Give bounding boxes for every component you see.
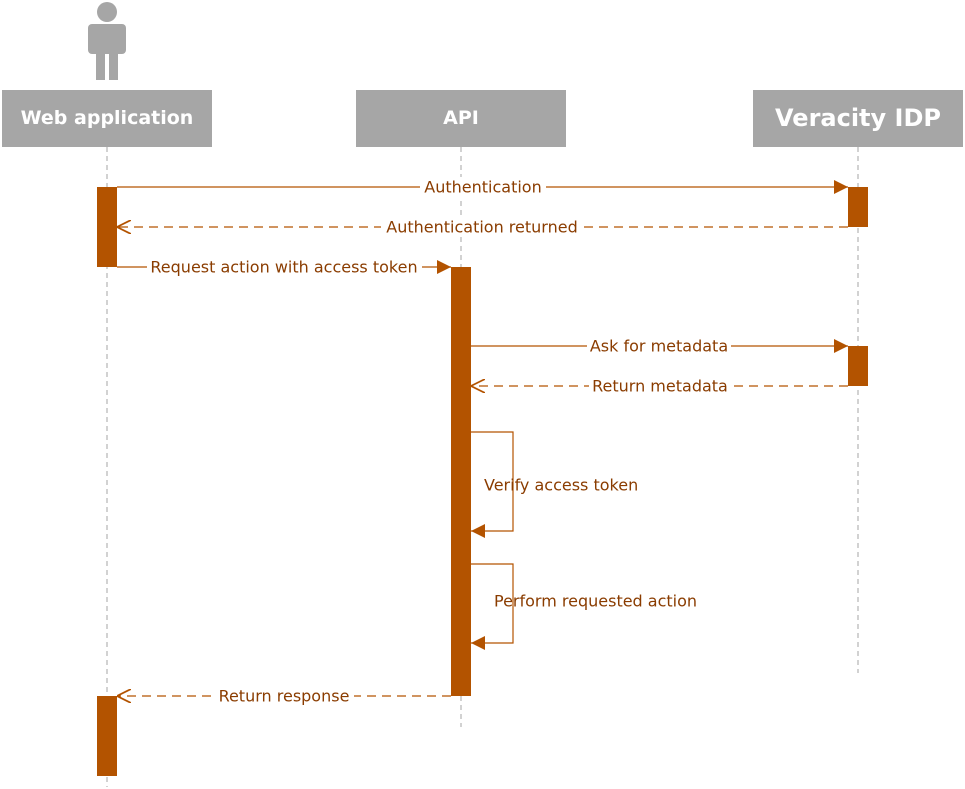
activation-web-1 bbox=[97, 187, 117, 267]
message-label: Return metadata bbox=[592, 377, 728, 396]
message-authentication-returned: Authentication returned bbox=[117, 217, 848, 237]
activation-api bbox=[451, 267, 471, 696]
message-label: Authentication returned bbox=[386, 218, 577, 237]
message-verify-access-token: Verify access token bbox=[471, 431, 638, 538]
message-label: Request action with access token bbox=[150, 258, 417, 277]
activation-bars bbox=[97, 187, 868, 776]
participant-veracity-idp: Veracity IDP bbox=[753, 90, 963, 147]
message-authentication: Authentication bbox=[117, 177, 848, 197]
message-ask-for-metadata: Ask for metadata bbox=[471, 336, 848, 356]
participant-label: API bbox=[443, 107, 479, 129]
message-label: Ask for metadata bbox=[590, 337, 728, 356]
participant-web-application: Web application bbox=[2, 90, 212, 147]
activation-idp-2 bbox=[848, 346, 868, 386]
message-label: Return response bbox=[219, 687, 350, 706]
message-return-response: Return response bbox=[117, 686, 451, 706]
message-return-metadata: Return metadata bbox=[471, 376, 848, 396]
message-label: Verify access token bbox=[484, 476, 638, 495]
participant-api: API bbox=[356, 90, 566, 147]
user-actor-icon bbox=[88, 2, 126, 80]
participant-label: Web application bbox=[21, 107, 194, 129]
participant-label: Veracity IDP bbox=[775, 104, 941, 132]
message-request-action: Request action with access token bbox=[117, 257, 451, 277]
message-perform-requested-action: Perform requested action bbox=[471, 563, 697, 650]
activation-idp-1 bbox=[848, 187, 868, 227]
activation-web-2 bbox=[97, 696, 117, 776]
message-label: Perform requested action bbox=[494, 592, 697, 611]
message-label: Authentication bbox=[424, 178, 541, 197]
